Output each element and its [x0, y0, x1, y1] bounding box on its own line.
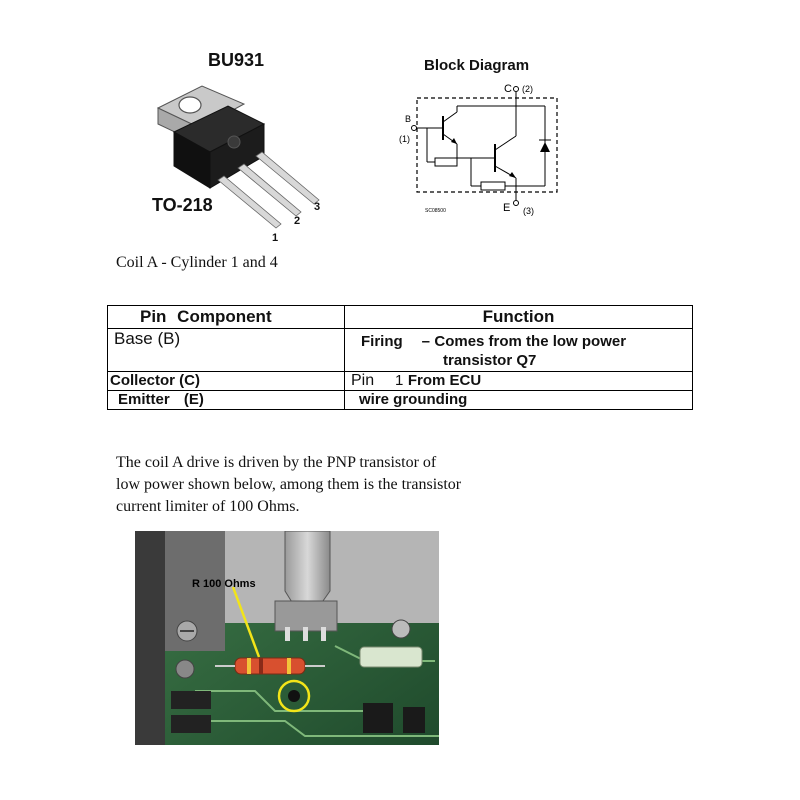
pcb-illustration — [135, 531, 439, 745]
pin-number-2: 2 — [294, 215, 301, 227]
package-type-label: TO-218 — [152, 195, 213, 215]
pin-number-1: 1 — [272, 232, 279, 244]
header-function: Function — [344, 305, 693, 329]
circuit-board-photo — [135, 531, 439, 745]
block-diagram-schematic: C (2) B (1) E (3) SC08500 — [399, 83, 558, 216]
collector-terminal-label: C — [504, 83, 512, 95]
description-paragraph: The coil A drive is driven by the PNP tr… — [116, 452, 536, 518]
header-pin-component: Pin Component — [107, 305, 345, 329]
base-pin-num: (1) — [399, 134, 410, 144]
part-number-title: BU931 — [208, 50, 265, 70]
emitter-terminal-label: E — [503, 202, 510, 214]
coil-caption: Coil A - Cylinder 1 and 4 — [116, 254, 278, 271]
base-terminal-label: B — [405, 114, 411, 124]
resistor-callout-label: R 100 Ohms — [192, 578, 256, 590]
block-diagram-title: Block Diagram — [424, 57, 530, 74]
emitter-pin-num: (3) — [523, 206, 534, 216]
table-row-emitter: Emitter (E) wire grounding — [107, 390, 693, 410]
to218-package-illustration — [156, 85, 320, 229]
function-collector: Pin 1 From ECU — [344, 371, 693, 391]
pin-emitter-label: Emitter (E) — [107, 390, 345, 410]
paragraph-line-1: The coil A drive is driven by the PNP tr… — [116, 454, 437, 471]
pin-collector-label: Collector (C) — [107, 371, 345, 391]
table-row-base: Base (B) Firing – Comes from the low pow… — [107, 328, 693, 372]
function-emitter: wire grounding — [344, 390, 693, 410]
pin-function-table: Pin Component Function Base (B) Firing –… — [107, 305, 693, 410]
table-header-row: Pin Component Function — [107, 305, 693, 329]
paragraph-line-2: low power shown below, among them is the… — [116, 476, 462, 493]
table-row-collector: Collector (C) Pin 1 From ECU — [107, 371, 693, 391]
diagram-code: SC08500 — [425, 208, 446, 214]
collector-pin-num: (2) — [522, 84, 533, 94]
pin-number-3: 3 — [314, 201, 321, 213]
pin-base-label: Base (B) — [107, 328, 345, 372]
function-base: Firing – Comes from the low power transi… — [344, 328, 693, 372]
paragraph-line-3: current limiter of 100 Ohms. — [116, 498, 300, 515]
